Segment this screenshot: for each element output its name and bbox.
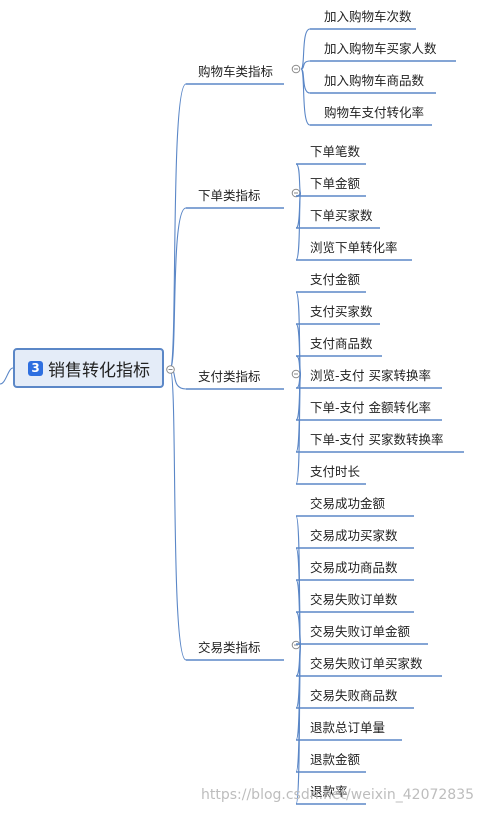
root-number-badge: 3	[28, 360, 43, 376]
category-4-label[interactable]: 交易类指标	[198, 640, 261, 655]
branch-line	[169, 207, 187, 370]
leaf-item-label[interactable]: 下单笔数	[310, 144, 361, 159]
leaf-connector	[300, 68, 311, 126]
leaf-item-label[interactable]: 交易失败商品数	[310, 688, 398, 703]
leaf-item-label[interactable]: 交易失败订单数	[310, 592, 398, 607]
leaf-connector	[295, 192, 302, 261]
collapse-toggle-icon[interactable]	[166, 365, 175, 374]
leaf-item-label[interactable]: 支付商品数	[310, 336, 373, 351]
leaf-item-label[interactable]: 加入购物车商品数	[324, 73, 425, 88]
leaf-item-label[interactable]: 交易失败订单买家数	[310, 656, 423, 671]
leaf-item-label[interactable]: 退款金额	[310, 752, 361, 767]
leaf-item-label[interactable]: 下单买家数	[310, 208, 373, 223]
leaf-item-label[interactable]: 浏览下单转化率	[310, 240, 398, 255]
leaf-item-label[interactable]: 支付金额	[310, 272, 361, 287]
root-node[interactable]: 3 销售转化指标	[13, 348, 164, 388]
leaf-item-label[interactable]: 加入购物车次数	[324, 9, 412, 24]
leaf-item-label[interactable]: 交易失败订单金额	[310, 624, 411, 639]
leaf-item-label[interactable]: 交易成功买家数	[310, 528, 398, 543]
leaf-connector	[295, 373, 302, 485]
leaf-item-label[interactable]: 交易成功金额	[310, 496, 386, 511]
leaf-connector	[295, 323, 302, 375]
category-2-label[interactable]: 下单类指标	[198, 188, 261, 203]
leaf-item-label[interactable]: 支付买家数	[310, 304, 373, 319]
root-incoming-line	[0, 367, 14, 385]
leaf-item-label[interactable]: 下单-支付 金额转化率	[310, 400, 431, 415]
leaf-item-label[interactable]: 下单金额	[310, 176, 361, 191]
leaf-item-label[interactable]: 下单-支付 买家数转换率	[310, 432, 444, 447]
category-3-label[interactable]: 支付类指标	[198, 369, 261, 384]
branch-line	[169, 368, 187, 661]
leaf-item-label[interactable]: 加入购物车买家人数	[324, 41, 437, 56]
leaf-item-label[interactable]: 支付时长	[310, 464, 361, 479]
leaf-connector	[295, 163, 302, 194]
leaf-item-label[interactable]: 交易成功商品数	[310, 560, 398, 575]
leaf-item-label[interactable]: 退款率	[310, 784, 348, 799]
branch-line	[169, 83, 187, 370]
root-title: 销售转化指标	[48, 360, 150, 381]
leaf-connector	[295, 644, 302, 805]
category-1-label[interactable]: 购物车类指标	[198, 64, 274, 79]
leaf-item-label[interactable]: 浏览-支付 买家转换率	[310, 368, 431, 383]
leaf-item-label[interactable]: 购物车支付转化率	[324, 105, 425, 120]
leaf-item-label[interactable]: 退款总订单量	[310, 720, 386, 735]
leaf-connector	[300, 28, 311, 70]
leaf-connector	[300, 60, 311, 70]
watermark: https://blog.csdn.net/weixin_42072835	[201, 787, 475, 803]
